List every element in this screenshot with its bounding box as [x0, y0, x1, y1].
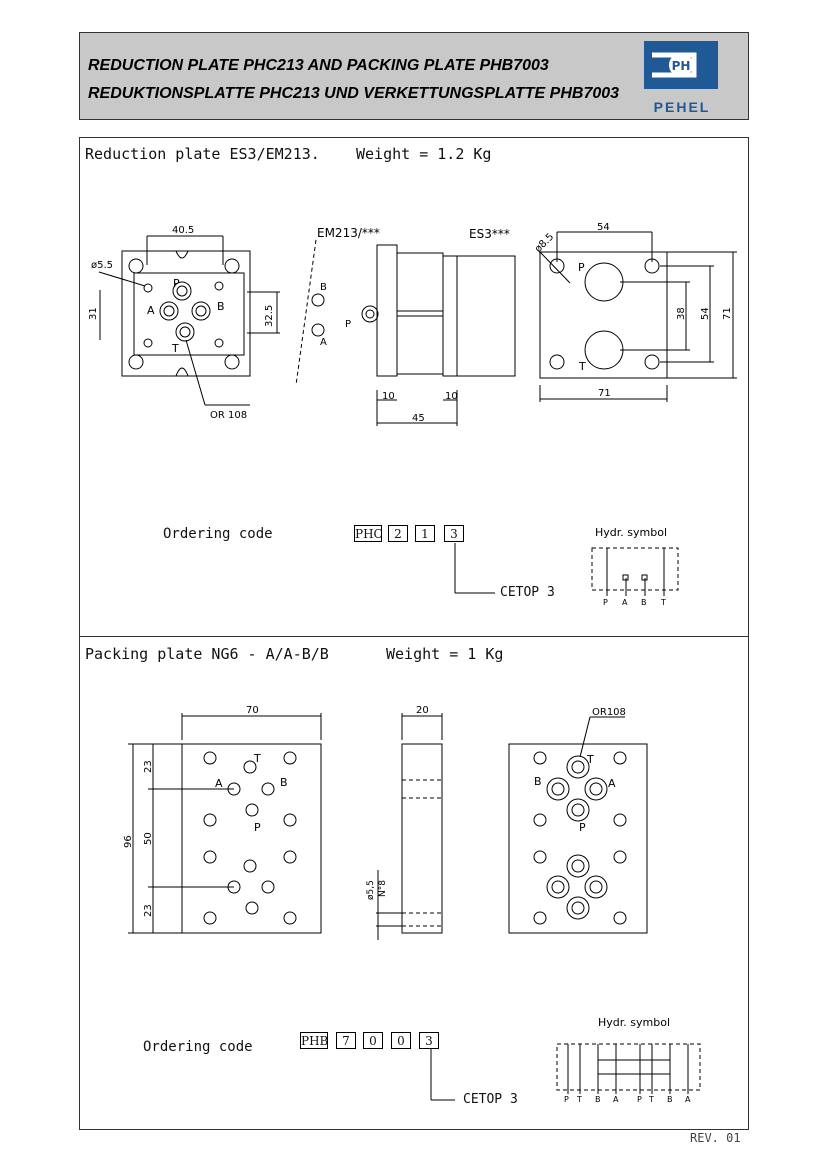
code-box: 1 — [415, 525, 435, 542]
reduction-weight: Weight = 1.2 Kg — [356, 145, 492, 163]
svg-text:P: P — [578, 261, 585, 274]
svg-text:ES3***: ES3*** — [469, 227, 510, 241]
svg-text:T: T — [586, 753, 594, 766]
svg-text:10: 10 — [445, 391, 458, 402]
svg-text:OR 108: OR 108 — [210, 410, 247, 421]
code-box: 2 — [388, 525, 408, 542]
pehel-logo-icon: PH — [644, 41, 718, 89]
packing-plate-panel — [79, 636, 749, 1130]
code-box: PHC — [354, 525, 383, 542]
svg-text:B: B — [667, 1095, 673, 1104]
svg-text:B: B — [320, 282, 327, 293]
svg-text:23: 23 — [143, 760, 154, 773]
svg-text:54: 54 — [700, 307, 711, 320]
svg-text:B: B — [534, 775, 542, 788]
top-view-plate — [121, 250, 251, 377]
svg-text:A: A — [215, 777, 223, 790]
svg-text:71: 71 — [722, 307, 733, 320]
svg-text:B: B — [641, 598, 647, 607]
svg-text:N°8: N°8 — [378, 880, 388, 897]
code-box: 3 — [444, 525, 464, 542]
svg-text:ø5,5: ø5,5 — [366, 880, 376, 900]
svg-text:96: 96 — [123, 835, 134, 848]
svg-text:T: T — [578, 360, 586, 373]
svg-text:45: 45 — [412, 413, 425, 424]
svg-text:P: P — [579, 821, 586, 834]
svg-text:31: 31 — [88, 307, 99, 320]
svg-text:A: A — [613, 1095, 619, 1104]
svg-text:T: T — [253, 752, 261, 765]
svg-text:ø5.5: ø5.5 — [91, 260, 113, 271]
svg-text:T: T — [576, 1095, 582, 1104]
svg-text:50: 50 — [143, 832, 154, 845]
reduction-ordering-label: Ordering code — [163, 526, 273, 542]
packing-title: Packing plate NG6 - A/A-B/B — [85, 645, 329, 663]
revision-label: REV. 01 — [690, 1131, 741, 1145]
svg-text:B: B — [280, 776, 288, 789]
packing-weight: Weight = 1 Kg — [386, 645, 504, 663]
svg-text:OR108: OR108 — [592, 707, 626, 718]
svg-text:71: 71 — [598, 388, 611, 399]
svg-text:P: P — [564, 1095, 569, 1104]
svg-text:B: B — [595, 1095, 601, 1104]
code-box: PHB — [300, 1032, 329, 1049]
logo-mark: PH — [672, 59, 691, 73]
packing-ordering-label: Ordering code — [143, 1039, 253, 1055]
code-box: 3 — [419, 1032, 439, 1049]
svg-text:70: 70 — [246, 705, 259, 716]
title-english: REDUCTION PLATE PHC213 AND PACKING PLATE… — [88, 57, 549, 74]
svg-text:Hydr. symbol: Hydr. symbol — [595, 526, 667, 539]
svg-text:P: P — [345, 319, 351, 330]
svg-text:38: 38 — [676, 307, 687, 320]
packing-front-plate — [181, 743, 322, 934]
svg-text:Hydr. symbol: Hydr. symbol — [598, 1016, 670, 1029]
svg-text:23: 23 — [143, 904, 154, 917]
code-box: 0 — [363, 1032, 383, 1049]
svg-text:32.5: 32.5 — [264, 305, 275, 327]
logo-text: PEHEL — [653, 99, 711, 115]
packing-cetop: CETOP 3 — [463, 1092, 518, 1107]
reduction-cetop: CETOP 3 — [500, 585, 555, 600]
svg-text:A: A — [685, 1095, 691, 1104]
svg-text:P: P — [603, 598, 608, 607]
svg-text:40.5: 40.5 — [172, 225, 194, 236]
svg-text:P: P — [173, 277, 180, 290]
reduction-title: Reduction plate ES3/EM213. — [85, 145, 320, 163]
title-german: REDUKTIONSPLATTE PHC213 UND VERKETTUNGSP… — [88, 85, 620, 102]
svg-text:T: T — [660, 598, 666, 607]
svg-text:A: A — [622, 598, 628, 607]
svg-text:A: A — [608, 777, 616, 790]
svg-text:EM213/***: EM213/*** — [317, 226, 380, 240]
svg-text:20: 20 — [416, 705, 429, 716]
svg-text:P: P — [637, 1095, 642, 1104]
svg-text:A: A — [147, 304, 155, 317]
svg-text:54: 54 — [597, 222, 610, 233]
svg-text:T: T — [171, 342, 179, 355]
svg-text:A: A — [320, 337, 327, 348]
svg-text:B: B — [217, 300, 225, 313]
header-banner: REDUCTION PLATE PHC213 AND PACKING PLATE… — [79, 32, 749, 120]
code-box: 0 — [391, 1032, 411, 1049]
svg-text:T: T — [648, 1095, 654, 1104]
svg-text:10: 10 — [382, 391, 395, 402]
svg-text:P: P — [254, 821, 261, 834]
code-box: 7 — [336, 1032, 356, 1049]
